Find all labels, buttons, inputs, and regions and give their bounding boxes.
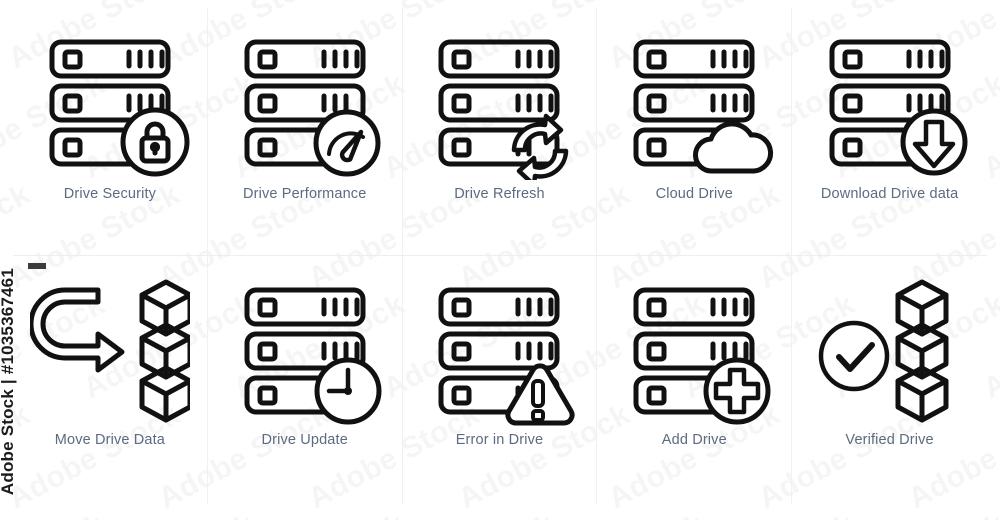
server-rack-with-gauge-badge-icon xyxy=(225,30,385,180)
icon-cell-cloud-drive[interactable]: Cloud Drive xyxy=(597,8,793,256)
cube-stack-with-check-circle-icon xyxy=(810,278,970,428)
server-rack-with-refresh-arrows-icon xyxy=(419,30,579,180)
icon-cell-move-drive-data[interactable]: Move Drive Data xyxy=(13,256,208,504)
icon-label: Verified Drive xyxy=(845,432,934,448)
icon-cell-error-in-drive[interactable]: Error in Drive xyxy=(403,256,598,504)
icon-cell-drive-refresh[interactable]: Drive Refresh xyxy=(402,8,598,256)
server-rack-with-warning-triangle-icon xyxy=(419,278,579,428)
icon-label: Add Drive xyxy=(661,432,727,448)
server-rack-with-clock-badge-icon xyxy=(225,278,385,428)
icon-cell-add-drive[interactable]: Add Drive xyxy=(597,256,793,504)
watermark-tile: Adobe Stock xyxy=(228,508,411,520)
server-rack-with-download-arrow-badge-icon xyxy=(810,30,970,180)
curved-arrow-into-cube-stack-icon xyxy=(29,278,190,428)
watermark-tile: Adobe Stock xyxy=(0,508,111,520)
icon-label: Drive Performance xyxy=(242,186,367,202)
credit-tab-marker xyxy=(28,263,46,269)
server-rack-with-plus-badge-icon xyxy=(614,278,774,428)
watermark-tile: Adobe Stock xyxy=(528,508,711,520)
stock-credit-watermark: Adobe Stock | #1035367461 xyxy=(0,268,17,496)
icon-label: Move Drive Data xyxy=(54,432,166,448)
icon-cell-verified-drive[interactable]: Verified Drive xyxy=(792,256,987,504)
icon-label: Download Drive data xyxy=(820,186,959,202)
watermark-tile: Adobe Stock xyxy=(828,508,1000,520)
watermark-tile: Adobe Stock xyxy=(78,508,261,520)
icon-label: Error in Drive xyxy=(455,432,544,448)
icon-cell-drive-security[interactable]: Drive Security xyxy=(13,8,208,256)
server-rack-with-lock-badge-icon xyxy=(30,30,190,180)
icon-label: Cloud Drive xyxy=(655,186,733,202)
icon-label: Drive Update xyxy=(261,432,348,448)
icon-grid: Drive Security xyxy=(13,8,987,504)
icon-cell-drive-update[interactable]: Drive Update xyxy=(208,256,403,504)
icon-cell-download-drive-data[interactable]: Download Drive data xyxy=(792,8,987,256)
icon-cell-drive-performance[interactable]: Drive Performance xyxy=(207,8,403,256)
watermark-tile: Adobe Stock xyxy=(978,508,1000,520)
icon-label: Drive Security xyxy=(63,186,157,202)
server-rack-with-cloud-icon xyxy=(614,30,774,180)
watermark-tile: Adobe Stock xyxy=(378,508,561,520)
icon-label: Drive Refresh xyxy=(454,186,545,202)
watermark-tile: Adobe Stock xyxy=(678,508,861,520)
